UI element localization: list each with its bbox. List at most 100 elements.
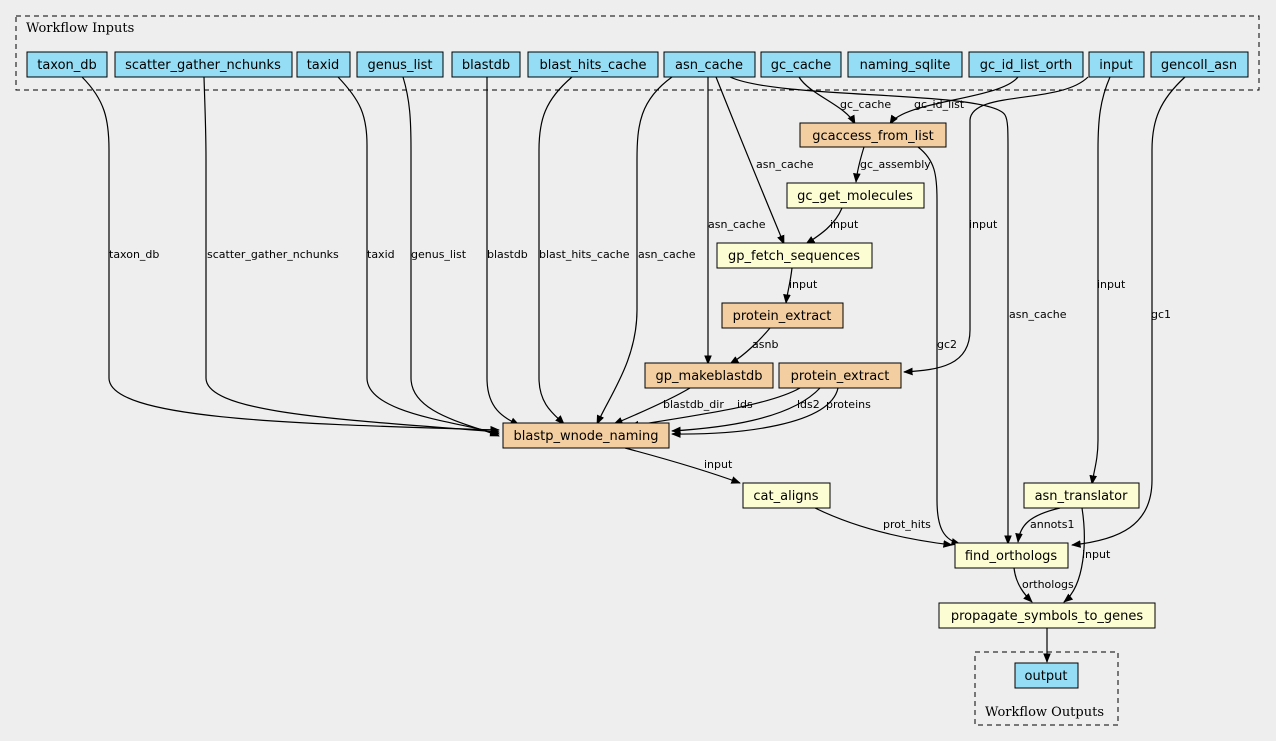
- edge-asn-cache-fetch: asn_cache: [715, 76, 814, 245]
- svg-text:taxon_db: taxon_db: [37, 58, 97, 73]
- edge-ids: ids: [629, 387, 801, 429]
- edge-label-asn-cache-blastp: asn_cache: [638, 248, 696, 261]
- node-blastdb[interactable]: blastdb: [451, 51, 521, 78]
- edge-label-lds2: lds2: [797, 398, 820, 411]
- node-gc-id-list-orth[interactable]: gc_id_list_orth: [968, 51, 1084, 78]
- edge-label-gc-cache: gc_cache: [840, 98, 891, 111]
- edge-input-protein-extract: input: [903, 76, 1089, 376]
- edge-input-propagate: input: [1063, 507, 1111, 603]
- edge-gc-cache: gc_cache: [798, 76, 891, 125]
- svg-text:protein_extract: protein_extract: [733, 309, 832, 324]
- node-gcaccess-from-list[interactable]: gcaccess_from_list: [799, 122, 947, 148]
- edge-label-taxon-db: taxon_db: [109, 248, 159, 261]
- node-gp-makeblastdb[interactable]: gp_makeblastdb: [644, 362, 774, 389]
- svg-text:find_orthologs: find_orthologs: [965, 549, 1058, 564]
- svg-text:input: input: [1099, 58, 1132, 73]
- edge-label-input-cat-aligns: input: [704, 458, 733, 471]
- svg-text:taxid: taxid: [307, 58, 340, 73]
- edge-gc-assembly: gc_assembly: [853, 146, 931, 183]
- edge-label-asn-cache-makeblastdb: asn_cache: [708, 218, 766, 231]
- edge-label-annots1: annots1: [1030, 518, 1074, 531]
- workflow-outputs-cluster: Workflow Outputs: [974, 651, 1119, 726]
- node-blast-hits-cache[interactable]: blast_hits_cache: [527, 51, 659, 78]
- svg-text:gc_get_molecules: gc_get_molecules: [797, 189, 913, 204]
- edge-blastdb-dir: blastdb_dir: [613, 387, 724, 425]
- edge-asn-cache-blastp: asn_cache: [596, 76, 696, 425]
- edge-label-gc-id-list: gc_id_list: [914, 98, 965, 111]
- svg-text:blastp_wnode_naming: blastp_wnode_naming: [514, 429, 659, 444]
- node-taxon-db[interactable]: taxon_db: [26, 51, 108, 78]
- svg-text:gc_cache: gc_cache: [771, 58, 831, 73]
- edge-annots1: annots1: [1015, 507, 1074, 543]
- edge-label-proteins: proteins: [826, 398, 871, 411]
- edge-label-prot-hits: prot_hits: [883, 518, 931, 531]
- svg-text:propagate_symbols_to_genes: propagate_symbols_to_genes: [951, 609, 1144, 624]
- node-protein-extract-1[interactable]: protein_extract: [721, 302, 844, 329]
- edge-input-asn-translator: input: [1089, 76, 1126, 485]
- input-nodes: taxon_db scatter_gather_nchunks taxid ge…: [26, 51, 1249, 78]
- edge-taxid: taxid: [337, 76, 500, 436]
- node-input[interactable]: input: [1088, 51, 1145, 78]
- svg-text:scatter_gather_nchunks: scatter_gather_nchunks: [125, 58, 281, 73]
- edge-label-gc2: gc2: [937, 338, 957, 351]
- edge-input-protein-extract-1: input: [783, 267, 818, 304]
- edge-blastdb: blastdb: [486, 77, 528, 426]
- svg-text:protein_extract: protein_extract: [791, 369, 890, 384]
- node-asn-translator[interactable]: asn_translator: [1023, 482, 1140, 509]
- edge-blast-hits-cache: blast_hits_cache: [538, 76, 630, 425]
- edge-label-scatter-gather-nchunks: scatter_gather_nchunks: [207, 248, 339, 261]
- node-gp-fetch-sequences[interactable]: gp_fetch_sequences: [716, 242, 873, 269]
- edge-input-cat-aligns: input: [624, 447, 741, 484]
- edge-genus-list: genus_list: [402, 76, 500, 437]
- node-taxid[interactable]: taxid: [296, 51, 351, 78]
- node-propagate-symbols-to-genes[interactable]: propagate_symbols_to_genes: [938, 602, 1156, 629]
- edge-label-asn-cache-fetch: asn_cache: [756, 158, 814, 171]
- workflow-inputs-label: Workflow Inputs: [26, 21, 134, 36]
- svg-text:asn_translator: asn_translator: [1035, 489, 1129, 504]
- node-scatter-gather-nchunks[interactable]: scatter_gather_nchunks: [114, 51, 293, 78]
- node-asn-cache[interactable]: asn_cache: [663, 51, 756, 78]
- edge-lds2: lds2: [671, 387, 821, 435]
- edge-label-input-fetch: input: [830, 218, 859, 231]
- edge-label-asnb: asnb: [752, 338, 778, 351]
- edge-gc2: gc2: [917, 146, 961, 546]
- edge-label-input-protein-extract-1: input: [789, 278, 818, 291]
- edge-scatter-gather-nchunks: scatter_gather_nchunks: [203, 76, 500, 436]
- node-output[interactable]: output: [1014, 662, 1079, 689]
- svg-text:gencoll_asn: gencoll_asn: [1161, 58, 1237, 73]
- edge-label-input-asn-translator: input: [1097, 278, 1126, 291]
- svg-text:gp_makeblastdb: gp_makeblastdb: [656, 369, 763, 384]
- edge-label-gc1: gc1: [1151, 308, 1171, 321]
- workflow-outputs-label: Workflow Outputs: [985, 705, 1104, 720]
- edge-label-gc-assembly: gc_assembly: [860, 158, 931, 171]
- edge-label-orthologs: orthologs: [1022, 578, 1074, 591]
- svg-text:naming_sqlite: naming_sqlite: [860, 58, 951, 73]
- workflow-inputs-cluster: Workflow Inputs: [15, 15, 1260, 91]
- svg-text:gc_id_list_orth: gc_id_list_orth: [980, 58, 1073, 73]
- edge-taxon-db: taxon_db: [81, 76, 500, 434]
- edge-asn-cache-find: asn_cache: [729, 76, 1067, 545]
- svg-text:gp_fetch_sequences: gp_fetch_sequences: [728, 249, 860, 264]
- edge-label-blastdb: blastdb: [487, 248, 528, 261]
- node-naming-sqlite[interactable]: naming_sqlite: [847, 51, 963, 78]
- edge-label-blast-hits-cache: blast_hits_cache: [539, 248, 630, 261]
- node-blastp-wnode-naming[interactable]: blastp_wnode_naming: [502, 422, 670, 449]
- edge-label-genus-list: genus_list: [411, 248, 467, 261]
- edge-proteins: proteins: [671, 387, 871, 438]
- svg-text:output: output: [1025, 669, 1068, 684]
- svg-text:cat_aligns: cat_aligns: [753, 489, 818, 504]
- svg-text:blastdb: blastdb: [462, 58, 510, 73]
- node-gc-get-molecules[interactable]: gc_get_molecules: [786, 182, 925, 209]
- svg-text:asn_cache: asn_cache: [675, 58, 743, 73]
- node-gencoll-asn[interactable]: gencoll_asn: [1150, 51, 1249, 78]
- edge-gc-id-list: gc_id_list: [889, 76, 1019, 125]
- node-cat-aligns[interactable]: cat_aligns: [742, 482, 831, 509]
- node-genus-list[interactable]: genus_list: [356, 51, 444, 78]
- edge-label-input-protein-extract: input: [969, 218, 998, 231]
- node-protein-extract-2[interactable]: protein_extract: [778, 362, 902, 389]
- node-gc-cache[interactable]: gc_cache: [760, 51, 842, 78]
- edge-gc1: gc1: [1071, 76, 1186, 548]
- svg-text:gcaccess_from_list: gcaccess_from_list: [812, 129, 934, 144]
- node-find-orthologs[interactable]: find_orthologs: [954, 542, 1069, 569]
